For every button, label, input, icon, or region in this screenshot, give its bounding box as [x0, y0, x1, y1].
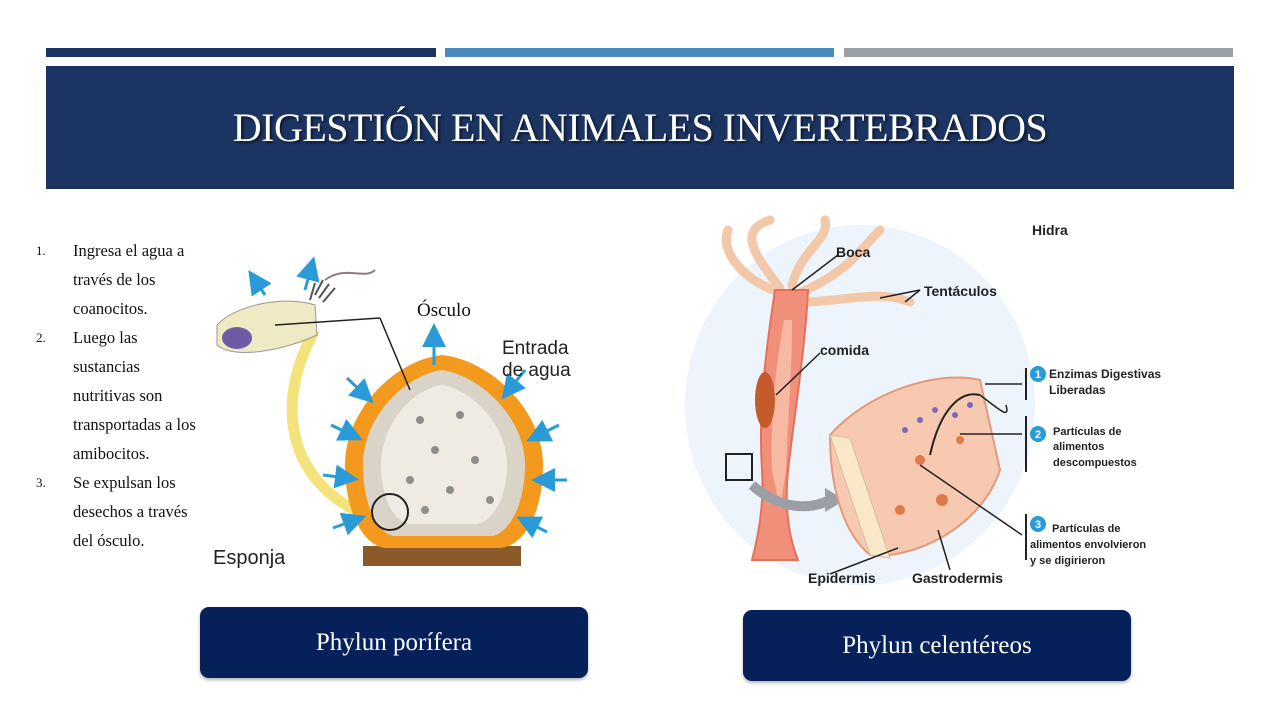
- callout-3: 3 Partículas de alimentos envolvieron y …: [1030, 516, 1146, 567]
- tentacles: [721, 215, 915, 307]
- food-mass: [755, 372, 775, 428]
- list-item: 1.Ingresa el agua a través de los coanoc…: [36, 241, 185, 318]
- title-banner: DIGESTIÓN EN ANIMALES INVERTEBRADOS: [46, 66, 1234, 189]
- svg-text:y se digirieron: y se digirieron: [1030, 555, 1105, 567]
- svg-text:1: 1: [1035, 369, 1041, 381]
- sponge-base: [363, 546, 521, 566]
- callout-2: 2 Partículas de alimentos descompuestos: [1030, 426, 1137, 469]
- celenterados-button[interactable]: Phylun celentéreos: [743, 610, 1131, 681]
- epidermis-label: Epidermis: [808, 570, 876, 586]
- sponge-diagram: Ósculo Entrada de agua Esponja: [213, 256, 571, 569]
- svg-text:Partículas de: Partículas de: [1052, 523, 1120, 535]
- svg-text:Enzimas Digestivas: Enzimas Digestivas: [1049, 367, 1161, 381]
- accent-bar-blue: [445, 48, 834, 57]
- list-item: 2.Luego las sustancias nutritivas son tr…: [36, 328, 196, 463]
- svg-text:descompuestos: descompuestos: [1053, 457, 1137, 469]
- list-item: 3.Se expulsan los desechos a través del …: [36, 473, 188, 550]
- entrada-label: Entrada: [502, 338, 569, 359]
- hidra-label: Hidra: [1032, 222, 1068, 238]
- osculo-label: Ósculo: [417, 299, 471, 321]
- esponja-label: Esponja: [213, 547, 286, 569]
- gastrodermis-label: Gastrodermis: [912, 570, 1003, 586]
- svg-text:alimentos envolvieron: alimentos envolvieron: [1030, 539, 1146, 551]
- entrada-label-2: de agua: [502, 360, 571, 381]
- svg-text:alimentos: alimentos: [1053, 441, 1104, 453]
- highlight-circle: [371, 493, 409, 531]
- tentaculos-label: Tentáculos: [924, 283, 997, 299]
- flow-arrow: [286, 327, 384, 524]
- svg-text:2: 2: [1035, 429, 1041, 441]
- accent-bar-gray: [844, 48, 1233, 57]
- callout-1: 1 Enzimas Digestivas Liberadas: [1030, 366, 1161, 397]
- svg-text:Partículas de: Partículas de: [1053, 426, 1121, 438]
- svg-text:Liberadas: Liberadas: [1049, 383, 1106, 397]
- accent-bar-navy: [46, 48, 436, 57]
- boca-label: Boca: [836, 244, 870, 260]
- porifera-button[interactable]: Phylun porífera: [200, 607, 588, 678]
- svg-text:3: 3: [1035, 519, 1041, 531]
- steps-list: 1.Ingresa el agua a través de los coanoc…: [36, 236, 206, 555]
- hydra-diagram: Hidra Boca Tentáculos comida Epidermis G…: [685, 215, 1161, 586]
- slide-title: DIGESTIÓN EN ANIMALES INVERTEBRADOS: [232, 105, 1048, 150]
- comida-label: comida: [820, 342, 869, 358]
